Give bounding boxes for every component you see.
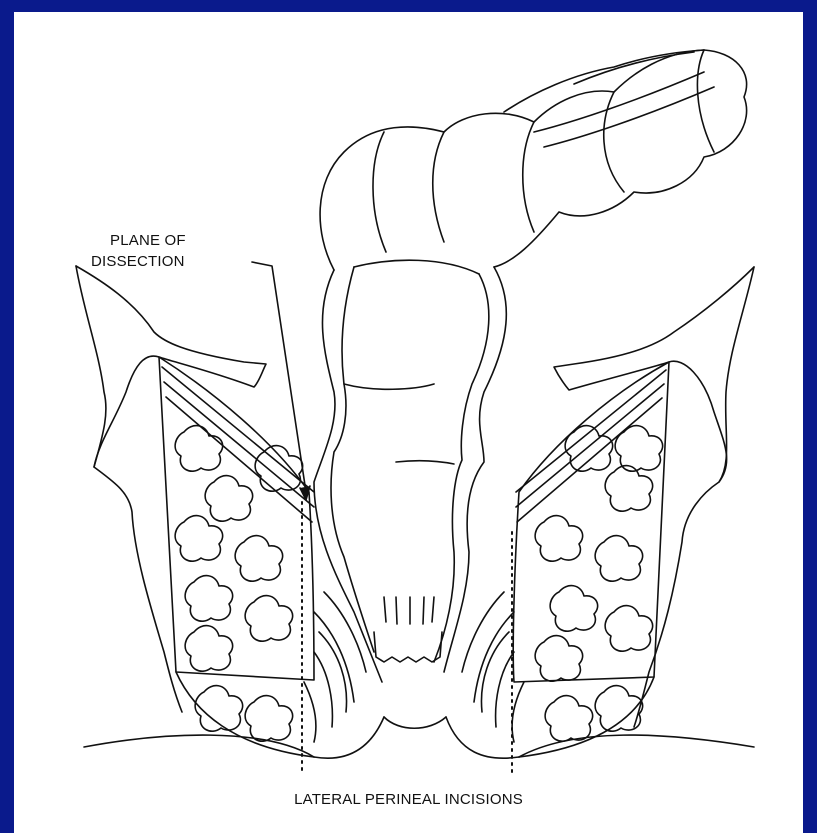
rectum-outer	[314, 270, 382, 682]
left-fat-lobules	[175, 426, 303, 742]
plane-of-dissection-label-line1: PLANE OF	[110, 232, 186, 249]
right-pelvic-bone	[554, 267, 754, 727]
illustration-panel: PLANE OF DISSECTION LATERAL PERINEAL INC…	[14, 12, 803, 833]
figure-caption: LATERAL PERINEAL INCISIONS	[14, 791, 803, 808]
skin-surface	[84, 735, 754, 757]
colon-loop	[320, 50, 747, 270]
perineal-dissection-illustration	[14, 12, 803, 833]
plane-of-dissection-label-line2: DISSECTION	[91, 253, 185, 270]
right-ischiorectal-fossa	[513, 362, 669, 682]
left-pelvic-bone	[76, 266, 266, 712]
rectum-inner	[331, 267, 374, 652]
